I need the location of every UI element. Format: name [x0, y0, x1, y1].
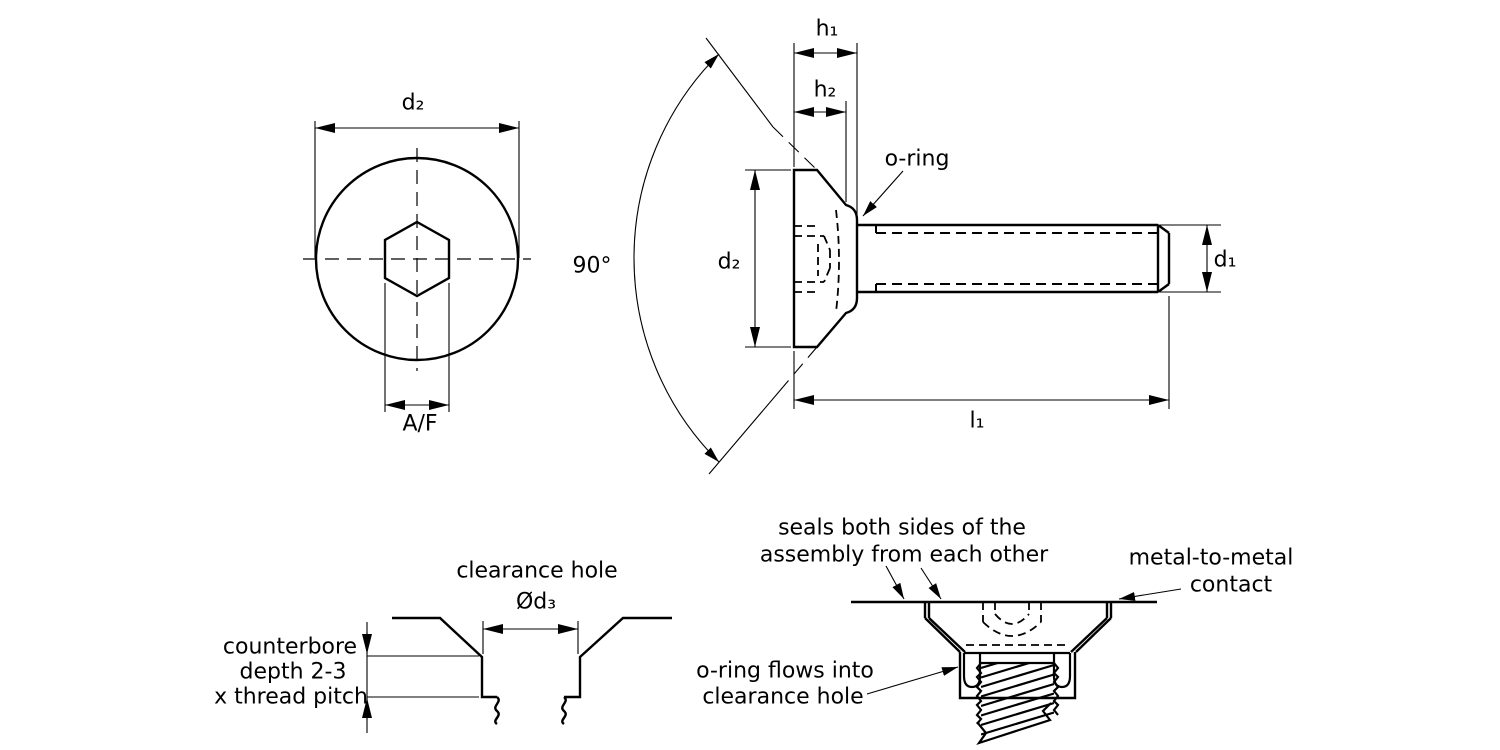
note-oring-flows-line2: clearance hole [702, 684, 864, 710]
label-across-flats: A/F [402, 411, 438, 437]
assembly-drawing [851, 565, 1182, 746]
clearance-hole-drawing [362, 616, 672, 733]
note-metal-contact-line1: metal-to-metal [1128, 545, 1294, 571]
label-clearance-hole-title: clearance hole [456, 558, 618, 584]
note-seals-both-sides-line1: seals both sides of the [778, 515, 1026, 541]
label-clearance-hole-diameter: Ød₃ [515, 589, 557, 615]
side-view-drawing [633, 37, 1221, 475]
note-counterbore-depth-line2: depth 2-3 [239, 659, 347, 685]
note-metal-contact-line2: contact [1189, 572, 1273, 598]
label-head-height-h2: h₂ [813, 77, 837, 103]
label-o-ring: o-ring [884, 146, 950, 172]
label-thread-diameter: d₁ [1213, 247, 1237, 273]
label-countersink-angle: 90° [572, 253, 612, 279]
label-head-diameter-side-view: d₂ [717, 249, 741, 275]
label-head-diameter-top-view: d₂ [401, 90, 425, 116]
label-screw-length: l₁ [969, 408, 985, 434]
note-counterbore-depth-line3: x thread pitch [214, 684, 368, 710]
top-view-drawing [303, 121, 531, 412]
note-seals-both-sides-line2: assembly from each other [759, 542, 1049, 568]
label-head-height-h1: h₁ [815, 16, 839, 42]
note-counterbore-depth-line1: counterbore [222, 634, 358, 660]
note-oring-flows-line1: o-ring flows into [696, 658, 874, 684]
